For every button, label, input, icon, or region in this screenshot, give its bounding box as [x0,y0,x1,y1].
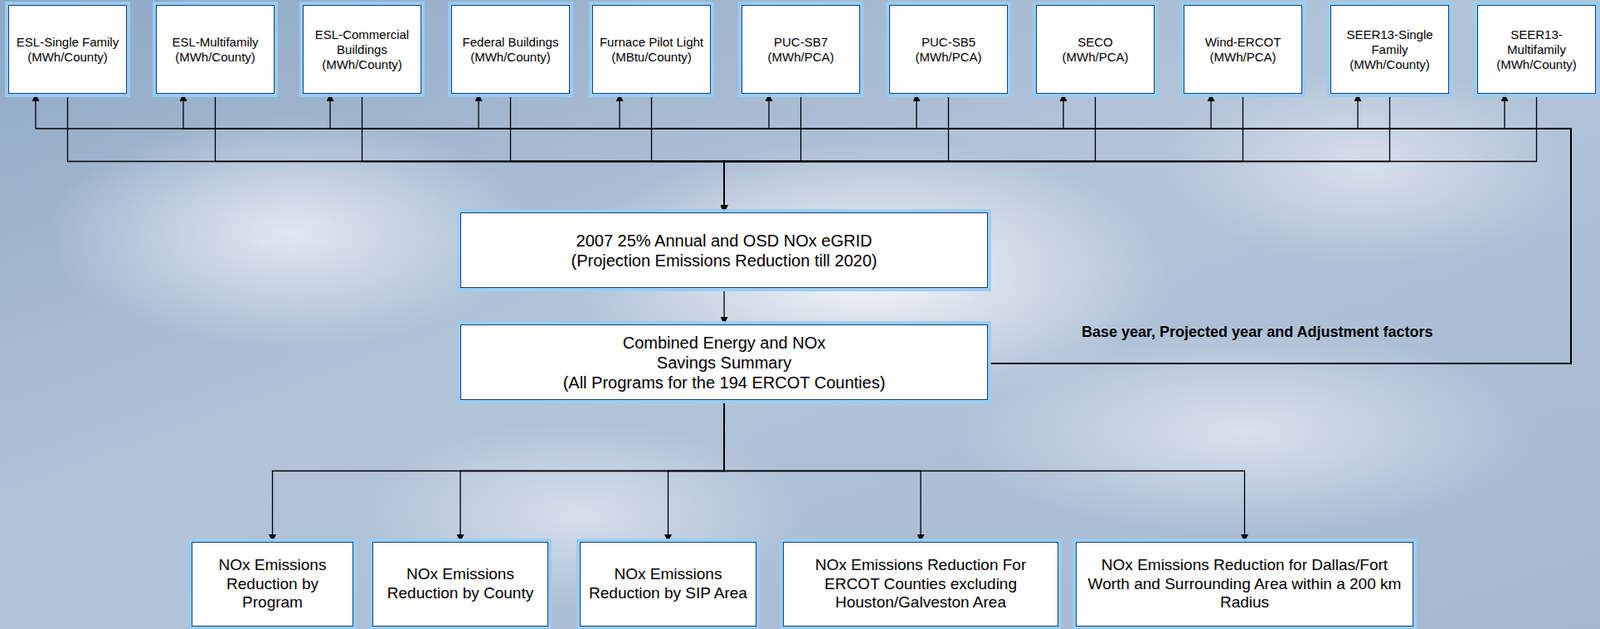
box-title: SECO [1077,34,1114,50]
flow-connector [68,93,725,213]
flow-connector [651,93,725,213]
box-title: ESL-Multifamily [171,34,258,50]
box-title: SEER13-Single Family [1336,27,1444,58]
flow-connector [916,93,1571,364]
flow-connector [362,93,725,213]
flow-connector [724,93,802,213]
flow-connector [460,399,725,542]
box-title: NOx Emissions Reduction by County [378,564,543,604]
output-box: NOx Emissions Reduction For ERCOT Counti… [782,541,1059,627]
flow-connector [724,399,1245,542]
box-title: Combined Energy and NOx Savings Summary [599,332,849,373]
process-box: Combined Energy and NOx Savings Summary(… [460,324,988,400]
box-subtitle: (MBtu/County) [611,49,692,65]
box-subtitle: (MWh/County) [27,49,108,65]
box-subtitle: (MWh/PCA) [1210,49,1277,65]
flow-connector [987,93,1571,364]
box-title: Federal Buildings [462,34,560,50]
program-box: PUC-SB5(MWh/PCA) [889,4,1008,94]
program-box: SEER13-Single Family(MWh/County) [1330,4,1450,94]
flow-connector [724,93,949,213]
program-box: ESL-Multifamily(MWh/County) [155,4,275,94]
box-title: Wind-ERCOT [1205,34,1282,50]
program-box: ESL-Single Family(MWh/County) [8,4,127,94]
flow-connector [724,93,1096,213]
flow-connector [987,93,1571,364]
program-box: ESL-Commercial Buildings(MWh/County) [302,4,422,94]
box-title: NOx Emissions Reduction by Program [197,555,348,613]
box-subtitle: (MWh/County) [1349,57,1430,73]
box-title: NOx Emissions Reduction for Dallas/Fort … [1081,555,1408,613]
box-subtitle: (MWh/County) [470,49,551,65]
flow-connector [272,399,725,542]
box-title: Furnace Pilot Light [599,34,704,50]
output-box: NOx Emissions Reduction for Dallas/Fort … [1075,541,1414,627]
flow-connector [510,93,725,213]
box-subtitle: (MWh/PCA) [915,49,983,65]
flow-connector [330,93,1571,364]
box-subtitle: (MWh/County) [175,49,256,65]
box-title: SEER13-Multifamily [1483,27,1591,58]
box-title: NOx Emissions Reduction by SIP Area [585,564,751,604]
box-title: ESL-Commercial Buildings [308,27,416,58]
box-subtitle: (MWh/PCA) [768,49,835,65]
program-box: SEER13-Multifamily(MWh/County) [1477,4,1596,94]
program-box: Wind-ERCOT(MWh/PCA) [1183,4,1303,94]
box-title: NOx Emissions Reduction For ERCOT Counti… [788,555,1053,613]
flow-connector [35,93,1571,364]
flow-connector [183,93,1571,364]
flow-connector [668,399,725,542]
output-box: NOx Emissions Reduction by Program [191,541,354,627]
program-box: Furnace Pilot Light(MBtu/County) [592,4,711,94]
box-subtitle: (MWh/County) [321,57,403,73]
flow-connector [724,93,1244,213]
output-box: NOx Emissions Reduction by County [372,541,549,627]
flow-connector [724,93,1537,213]
program-box: Federal Buildings(MWh/County) [451,4,570,94]
flow-connector [987,93,1571,364]
box-title: PUC-SB7 [773,34,828,50]
box-subtitle: (MWh/PCA) [1062,49,1129,65]
box-title: ESL-Single Family [16,34,119,50]
box-subtitle: (All Programs for the 194 ERCOT Counties… [563,372,886,393]
box-subtitle: (MWh/County) [1496,57,1577,73]
box-title: PUC-SB5 [921,34,976,50]
box-title: 2007 25% Annual and OSD NOx eGRID [576,230,873,251]
flow-connector [724,93,1391,213]
program-box: SECO(MWh/PCA) [1035,4,1155,94]
flow-connector [723,287,725,325]
process-box: 2007 25% Annual and OSD NOx eGRID(Projec… [460,212,988,288]
flow-annotation: Base year, Projected year and Adjustment… [1081,323,1434,341]
flow-connector [215,93,725,213]
output-box: NOx Emissions Reduction by SIP Area [579,541,757,627]
program-box: PUC-SB7(MWh/PCA) [741,4,861,94]
flow-connector [987,93,1571,364]
box-subtitle: (Projection Emissions Reduction till 202… [570,250,877,271]
